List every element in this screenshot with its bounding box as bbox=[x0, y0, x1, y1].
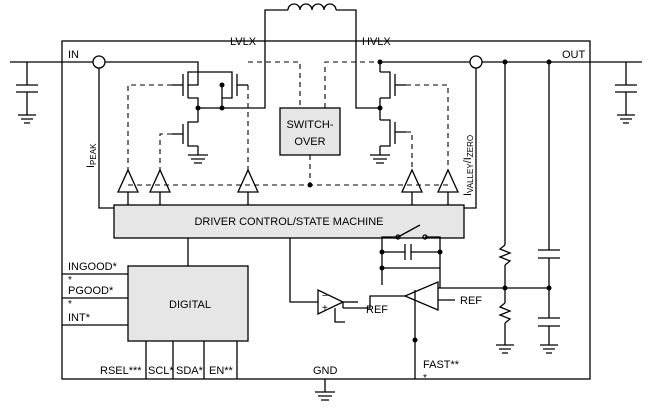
ref-label-2: REF bbox=[460, 295, 482, 307]
pin-gnd-label: GND bbox=[313, 365, 338, 377]
driver-control-label: DRIVER CONTROL/STATE MACHINE bbox=[194, 216, 383, 228]
left-fets bbox=[172, 41, 266, 164]
inductor bbox=[264, 3, 357, 41]
driver-1 bbox=[116, 168, 140, 193]
pin-fast-label: FAST** bbox=[423, 359, 460, 371]
digital-block bbox=[127, 265, 249, 342]
svg-text:−: − bbox=[322, 291, 328, 302]
switchover-label-1: SWITCH- bbox=[286, 119, 333, 131]
in-rail bbox=[105, 61, 199, 72]
digital-label: DIGITAL bbox=[169, 299, 211, 311]
digital-bottom-pins bbox=[145, 341, 238, 379]
pin-en-label: EN** bbox=[209, 365, 234, 377]
ipeak-label: IPEAK bbox=[85, 143, 98, 168]
in-sense-circle bbox=[92, 55, 106, 69]
ground-symbol bbox=[315, 379, 335, 401]
ivalley-wire bbox=[464, 68, 477, 209]
pin-out-label: OUT bbox=[562, 49, 586, 61]
gate-drive-dashes bbox=[127, 61, 449, 188]
pin-ingood-star: * bbox=[68, 275, 72, 286]
svg-text:IVALLEY/IZERO: IVALLEY/IZERO bbox=[462, 135, 475, 196]
pin-ingood-label: INGOOD* bbox=[68, 261, 118, 273]
pin-fast-star: * bbox=[423, 373, 427, 384]
output-capacitor bbox=[615, 62, 637, 124]
switchover-label-2: OVER bbox=[294, 136, 325, 148]
driver-4 bbox=[400, 168, 424, 193]
gate-drivers bbox=[116, 168, 460, 205]
pin-pgood-label: PGOOD* bbox=[68, 285, 114, 297]
driver-5 bbox=[436, 168, 460, 193]
pin-rsel-label: RSEL*** bbox=[100, 365, 142, 377]
pin-in-label: IN bbox=[68, 49, 79, 61]
digital-left-pins bbox=[62, 273, 128, 326]
svg-text:IPEAK: IPEAK bbox=[85, 143, 98, 168]
svg-text:+: + bbox=[322, 303, 328, 314]
driver-3 bbox=[236, 168, 260, 193]
ivalley-izero-label: IVALLEY/IZERO bbox=[462, 135, 475, 196]
switchover-block bbox=[279, 107, 341, 156]
out-sense-circle bbox=[469, 55, 483, 69]
pin-lvlx-label: LVLX bbox=[230, 36, 257, 48]
pin-hvlx-label: HVLX bbox=[362, 36, 391, 48]
right-fets bbox=[355, 41, 406, 164]
pin-pgood-star: * bbox=[68, 299, 72, 310]
pin-sda-label: SDA* bbox=[176, 365, 204, 377]
chip-outline bbox=[61, 40, 591, 380]
ref-label-1: REF bbox=[366, 304, 388, 316]
driver-2 bbox=[148, 168, 172, 193]
input-capacitor bbox=[16, 62, 38, 124]
pin-scl-label: SCL* bbox=[148, 365, 174, 377]
comparator-section: − + bbox=[289, 224, 470, 379]
pin-int-label: INT* bbox=[68, 312, 91, 324]
feedback-divider bbox=[470, 62, 560, 354]
ipeak-wire bbox=[98, 68, 114, 209]
